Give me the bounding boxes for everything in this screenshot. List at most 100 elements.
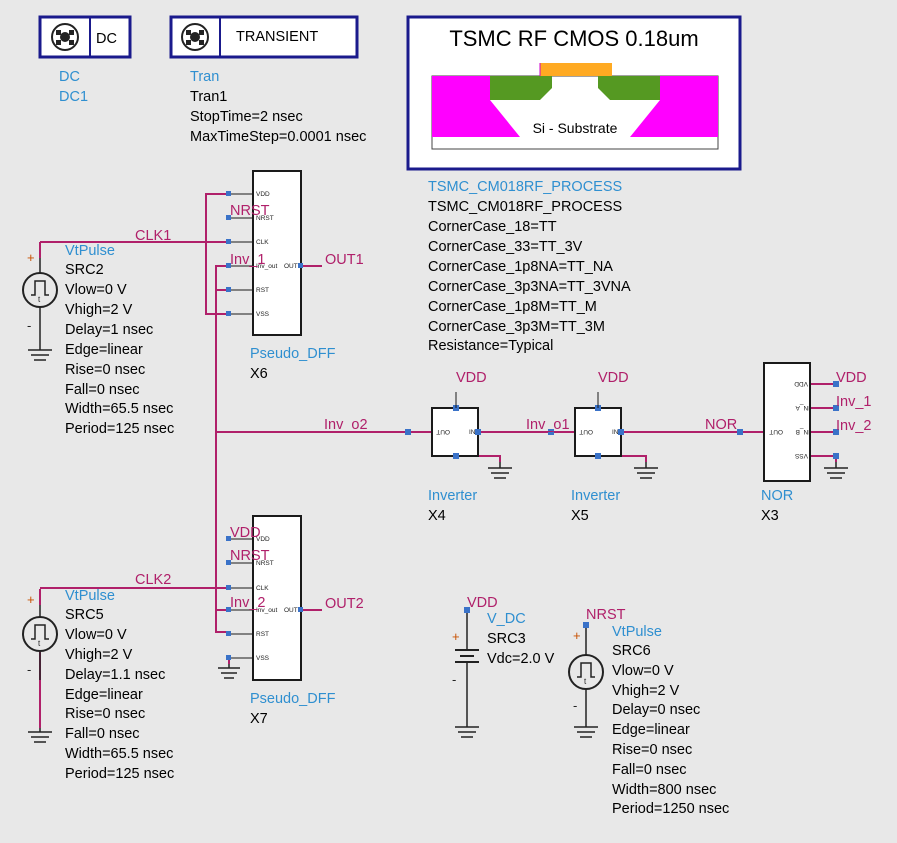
pseudo-dff-x7[interactable]: VDD NRST CLK Inv_out OUT RST VSS [226,515,303,681]
tran-type: Tran [190,69,219,85]
dc-name: DC1 [59,89,88,105]
src5-param: Vlow=0 V [65,627,127,643]
substrate-label: Si - Substrate [533,120,618,136]
src2-param: Vhigh=2 V [65,302,133,318]
svg-text:+: + [573,628,581,643]
ground-icon [488,462,512,479]
pin-label: VDD [256,191,270,198]
pin-label: NRST [256,560,274,567]
process-param: CornerCase_1p8M=TT_M [428,299,597,315]
inverter-x4[interactable]: OUT IN [405,392,481,459]
process-title: TSMC RF CMOS 0.18um [449,26,698,51]
process-param: CornerCase_3p3NA=TT_3VNA [428,279,631,295]
pin-label: OUT [579,428,593,435]
x4-type: Inverter [428,488,477,504]
process-param: Resistance=Typical [428,338,553,354]
src5-param: Rise=0 nsec [65,706,145,722]
process-name: TSMC_CM018RF_PROCESS [428,199,622,215]
svg-text:-: - [27,318,31,333]
dc-source-src3[interactable]: + - [452,607,479,700]
net-label: OUT2 [325,596,364,612]
process-param: CornerCase_3p3M=TT_3M [428,319,605,335]
pin-label: VSS [256,311,270,318]
src2-param: Fall=0 nsec [65,382,140,398]
svg-text:+: + [27,592,35,607]
src3-type: V_DC [487,611,526,627]
src6-param: Delay=0 nsec [612,702,700,718]
tran-icon-label: TRANSIENT [236,29,318,45]
tran-param: StopTime=2 nsec [190,109,303,125]
pin-label: OUT [284,263,298,270]
net-label: VDD [598,370,629,386]
src6-param: Fall=0 nsec [612,762,687,778]
pin-label: OUT [436,428,450,435]
src6-type: VtPulse [612,624,662,640]
src3-name: SRC3 [487,631,526,647]
pulse-source-src5[interactable]: t + - [22,592,58,680]
pin-label: NRST [256,215,274,222]
src5-name: SRC5 [65,607,104,623]
net-label: NRST [230,203,270,219]
dc-icon-label: DC [96,31,117,47]
pin-label: RST [256,287,269,294]
pseudo-dff-x6[interactable]: VDD NRST CLK Inv_out OUT RST VSS [226,170,303,336]
x4-name: X4 [428,508,446,524]
svg-text:t: t [38,639,41,648]
pin-label: VSS [794,452,808,459]
net-label: Inv_2 [836,418,871,434]
wire-inv-o2-vertical [215,290,229,633]
src5-type: VtPulse [65,588,115,604]
process-param: CornerCase_1p8NA=TT_NA [428,259,613,275]
process-box[interactable]: TSMC RF CMOS 0.18um Si - Substrate [406,15,742,171]
src2-type: VtPulse [65,243,115,259]
wire-x6-inv-rst [215,265,229,291]
net-label: CLK1 [135,228,171,244]
src6-param: Vhigh=2 V [612,683,680,699]
pin-label: VDD [256,536,270,543]
pulse-source-src2[interactable]: t + - [22,250,58,335]
pin-label: IN_B [796,428,810,435]
process-param: CornerCase_33=TT_3V [428,239,583,255]
pin-label: IN_A [795,404,810,411]
src2-param: Period=125 nsec [65,421,174,437]
simulation-icon [181,23,209,51]
transient-controller[interactable]: TRANSIENT [169,15,359,59]
net-label: VDD [456,370,487,386]
src3-param: Vdc=2.0 V [487,651,555,667]
pin-label: Inv_out [256,607,278,614]
src6-param: Edge=linear [612,722,690,738]
dc-controller[interactable]: DC [38,15,132,59]
x6-type: Pseudo_DFF [250,346,336,362]
net-label: NOR [705,417,737,433]
net-label: VDD [230,525,261,541]
net-label: NRST [230,548,270,564]
src2-param: Rise=0 nsec [65,362,145,378]
pin-label: CLK [256,585,269,592]
process-header: TSMC_CM018RF_PROCESS [428,179,622,195]
pin-label: CLK [256,239,269,246]
net-label: OUT1 [325,252,364,268]
net-label: Inv_2 [230,595,265,611]
ground-icon [634,462,658,479]
pin-label: OUT [769,428,783,435]
svg-text:t: t [38,295,41,304]
pin-label: RST [256,631,269,638]
pulse-source-src6[interactable]: t + - [568,622,604,713]
src2-name: SRC2 [65,262,104,278]
x7-type: Pseudo_DFF [250,691,336,707]
pin-label: VDD [794,380,808,387]
ground-icon [574,700,598,738]
inverter-x5[interactable]: OUT IN [548,392,624,459]
ground-icon [218,664,240,679]
simulation-icon [51,23,79,51]
pin-label: OUT [284,607,298,614]
net-label: NRST [586,607,626,623]
svg-text:+: + [452,629,460,644]
src2-param: Edge=linear [65,342,143,358]
src2-param: Width=65.5 nsec [65,401,173,417]
nor-x3[interactable]: OUT VDD IN_A IN_B VSS [737,362,839,482]
src6-param: Vlow=0 V [612,663,674,679]
x7-name: X7 [250,711,268,727]
